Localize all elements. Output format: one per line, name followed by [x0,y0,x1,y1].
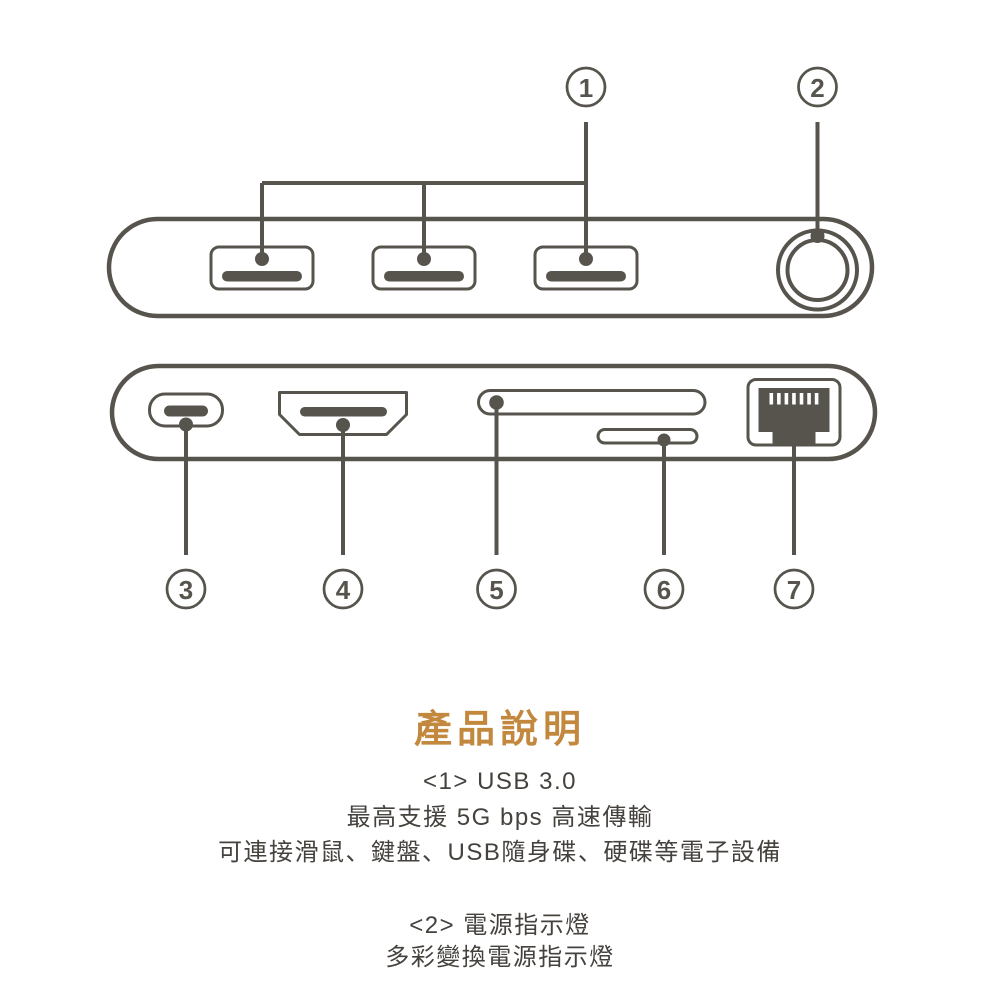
callout-dot-usb2 [417,252,431,266]
callout-label-4-circle [322,568,364,610]
section-1-line-1: 最高支援 5G bps 高速傳輸 [346,804,654,831]
page-title: 產品說明 [413,709,586,751]
callout-label-5-circle [476,568,517,610]
power-ring-inner [785,238,850,302]
ethernet-pin [807,393,811,405]
ethernet-pin [814,393,819,405]
ethernet-port [746,378,842,447]
hdmi-port [278,391,408,436]
device-diagram: 1 2 [106,66,878,610]
usb-a-port-3-tongue [546,271,626,282]
callout-label-7: 7 [773,568,815,610]
callout-label-2: 2 [797,66,838,108]
usb-a-port-2-tongue [384,271,464,282]
usb-c-tongue [164,405,208,417]
ethernet-pin [769,393,774,405]
callout-label-5-number: 5 [489,575,503,605]
callout-label-3-number: 3 [179,575,193,605]
microsd-card-slot [596,428,699,445]
callout-dot-usb1 [255,252,269,266]
callout-label-5: 5 [476,568,517,610]
callout-dot-usb3 [579,252,593,266]
power-indicator-ring [776,228,859,312]
callout-label-2-circle [797,66,838,108]
callout-label-6-circle [643,568,685,610]
ethernet-jack [758,388,830,444]
callout-label-3-circle [165,568,207,610]
ethernet-pins [769,393,819,405]
callout-label-3: 3 [165,568,207,610]
ethernet-pin [792,393,796,405]
callout-label-1-number: 1 [579,73,593,103]
section-1-heading: <1> USB 3.0 [423,768,577,795]
ethernet-pin [799,393,804,405]
callout-dot-hdmi [336,418,350,432]
callout-label-6-number: 6 [657,575,671,605]
callout-line-2 [810,122,825,243]
callout-dot-power [810,229,825,243]
ethernet-pin [777,393,781,405]
callout-label-1-circle [565,66,607,108]
callout-label-7-number: 7 [787,575,801,605]
hdmi-tongue [300,407,387,417]
callout-label-4-number: 4 [336,575,351,605]
section-2-heading: <2> 電源指示燈 [409,912,591,939]
callout-label-7-circle [773,568,815,610]
section-1-line-2: 可連接滑鼠、鍵盤、USB隨身碟、硬碟等電子設備 [218,839,782,866]
callout-label-2-number: 2 [810,73,824,103]
hub-top-body [106,216,875,319]
usb-a-port-1-tongue [222,271,302,282]
section-2-line-1: 多彩變換電源指示燈 [385,944,615,971]
sd-card-slot [477,389,707,416]
callout-label-4: 4 [322,568,364,610]
ethernet-pin [784,393,789,405]
callout-label-6: 6 [643,568,685,610]
callout-line-1 [255,122,593,266]
callout-label-1: 1 [565,66,607,108]
